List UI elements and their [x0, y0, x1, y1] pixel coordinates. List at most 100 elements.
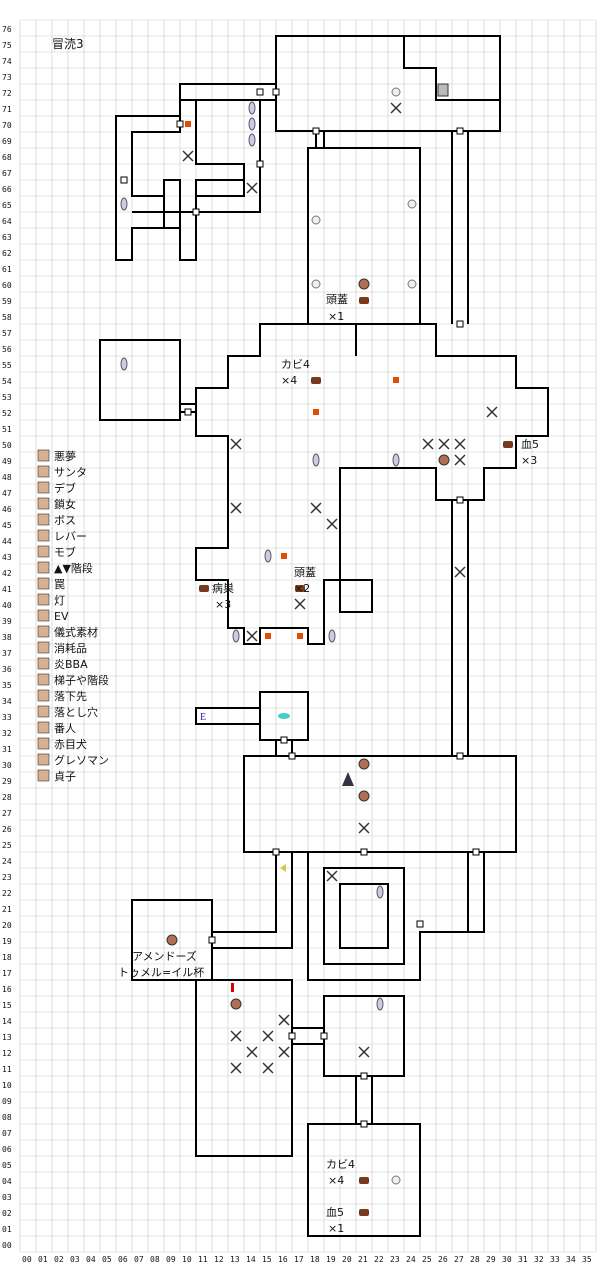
legend-item: グレソマン — [37, 753, 109, 767]
label-disease-count: ×3 — [215, 598, 231, 611]
wall-segment — [195, 979, 293, 1157]
y-axis-tick: 36 — [2, 665, 12, 674]
wall-segment — [307, 1123, 421, 1237]
x-axis-tick: 00 — [22, 1255, 32, 1264]
y-axis-tick: 03 — [2, 1193, 12, 1202]
ladder-icon — [264, 549, 272, 563]
lever-icon — [37, 529, 50, 542]
wall-segment — [451, 131, 469, 324]
consumable-icon — [407, 279, 417, 289]
door-icon — [456, 127, 464, 135]
x-axis-tick: 34 — [566, 1255, 576, 1264]
y-axis-tick: 13 — [2, 1033, 12, 1042]
santa-icon — [230, 998, 242, 1010]
y-axis-tick: 09 — [2, 1097, 12, 1106]
mob-icon — [246, 630, 258, 642]
legend-label: 落下先 — [54, 690, 87, 703]
debu-icon — [438, 454, 450, 466]
y-axis-tick: 28 — [2, 793, 12, 802]
door-icon — [288, 752, 296, 760]
mob-icon — [326, 870, 338, 882]
y-axis-tick: 19 — [2, 937, 12, 946]
ladder-icon — [328, 629, 336, 643]
y-axis-tick: 40 — [2, 601, 12, 610]
x-axis-tick: 09 — [166, 1255, 176, 1264]
door-icon — [280, 736, 288, 744]
label-blood5-bottom-count: ×1 — [328, 1222, 344, 1235]
legend-label: 罠 — [54, 578, 65, 591]
legend-label: 鎖女 — [54, 497, 76, 511]
boss-icon — [166, 934, 178, 946]
wall-segment — [339, 883, 389, 949]
y-axis-tick: 08 — [2, 1113, 12, 1122]
y-axis-tick: 10 — [2, 1081, 12, 1090]
mob-icon — [294, 598, 306, 610]
ev-marker: E — [200, 712, 206, 723]
y-axis-tick: 57 — [2, 329, 12, 338]
legend-item: ▲▼階段 — [37, 561, 93, 575]
wall-segment — [132, 211, 196, 229]
wall-segment — [99, 339, 181, 421]
y-axis-tick: 58 — [2, 313, 12, 322]
door-icon — [256, 160, 264, 168]
legend: 悪夢サンタデブ鎖女ボスレバーモブ▲▼階段罠灯EV儀式素材消耗品炎BBA梯子や階段… — [37, 449, 109, 783]
pitfall-icon — [37, 705, 50, 718]
wall-segment — [323, 867, 405, 965]
mob-icon — [230, 502, 242, 514]
y-axis-tick: 63 — [2, 233, 12, 242]
nightmare-chest-icon — [295, 585, 305, 592]
x-axis-tick: 21 — [358, 1255, 368, 1264]
y-axis-tick: 16 — [2, 985, 12, 994]
x-axis-tick: 08 — [150, 1255, 160, 1264]
wall-segment — [195, 707, 261, 725]
x-axis-tick: 16 — [278, 1255, 288, 1264]
drop-destination-icon — [280, 864, 286, 872]
y-axis-tick: 68 — [2, 153, 12, 162]
legend-label: 貞子 — [54, 770, 76, 783]
y-axis-tick: 07 — [2, 1129, 12, 1138]
x-axis-tick: 28 — [470, 1255, 480, 1264]
mob-icon — [262, 1030, 274, 1042]
x-axis-tick: 13 — [230, 1255, 240, 1264]
label-mold4-bottom-count: ×4 — [328, 1174, 344, 1187]
label-cup: トゥメル=イル杯 — [118, 965, 204, 979]
nightmare-chest-icon — [503, 441, 513, 448]
y-axis-tick: 60 — [2, 281, 12, 290]
ritual-material-icon — [37, 625, 50, 638]
door-icon — [472, 848, 480, 856]
x-axis-tick: 03 — [70, 1255, 80, 1264]
x-axis-tick: 07 — [134, 1255, 144, 1264]
nightmare-chest-icon — [359, 297, 369, 304]
nightmare-chest-icon — [37, 449, 50, 462]
trap-icon — [37, 577, 50, 590]
y-axis-tick: 64 — [2, 217, 12, 226]
x-axis-tick: 22 — [374, 1255, 384, 1264]
flame-bba-icon — [37, 657, 50, 670]
y-axis-tick: 73 — [2, 73, 12, 82]
ladder-icon — [232, 629, 240, 643]
mob-icon — [454, 438, 466, 450]
legend-label: 梯子や階段 — [54, 673, 109, 687]
gresoman-icon — [37, 753, 50, 766]
legend-label: モブ — [54, 545, 76, 559]
door-icon — [288, 1032, 296, 1040]
ladder-icon — [376, 997, 384, 1011]
legend-item: 鎖女 — [37, 497, 76, 511]
x-axis-tick: 24 — [406, 1255, 416, 1264]
y-axis-tick: 26 — [2, 825, 12, 834]
wall-segment — [355, 1076, 373, 1124]
y-axis-tick: 11 — [2, 1065, 12, 1074]
sadako-icon — [358, 278, 370, 290]
ev-icon — [37, 609, 50, 622]
door-icon — [456, 752, 464, 760]
ladder-icon — [376, 885, 384, 899]
y-axis-tick: 49 — [2, 457, 12, 466]
legend-label: 番人 — [54, 722, 76, 735]
label-skull-1-count: ×1 — [328, 310, 344, 323]
door-icon — [256, 88, 264, 96]
door-icon — [456, 320, 464, 328]
red-eye-dog-icon — [358, 758, 370, 770]
legend-item: ボス — [37, 513, 76, 527]
legend-item: 消耗品 — [37, 641, 87, 655]
mob-icon — [326, 518, 338, 530]
